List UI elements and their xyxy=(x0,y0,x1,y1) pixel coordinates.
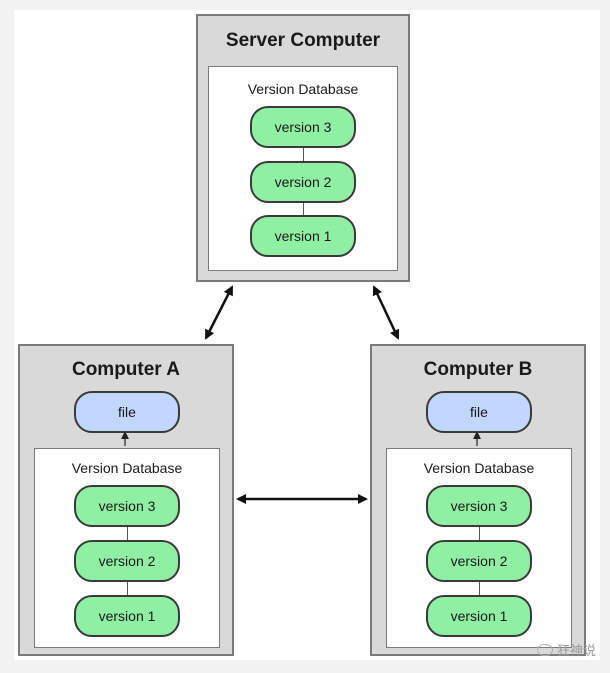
server-version-2: version 2 xyxy=(250,161,356,203)
server-computer-a-arrow xyxy=(204,285,234,340)
server-computer-title: Server Computer xyxy=(225,30,381,51)
server-version-3: version 3 xyxy=(250,106,356,148)
wechat-icon xyxy=(536,643,553,656)
computer-a-box: Computer A file Version Database version… xyxy=(18,344,234,656)
computer-b-db-title: Version Database xyxy=(423,460,535,476)
computer-a-version-3: version 3 xyxy=(74,485,180,527)
computer-a-version-1: version 1 xyxy=(74,595,180,637)
computer-b-box: Computer B file Version Database version… xyxy=(370,344,586,656)
server-version-database: Version Database version 3 version 2 ver… xyxy=(208,66,398,271)
computer-b-title: Computer B xyxy=(423,359,533,380)
watermark-text: 狂神说 xyxy=(556,643,596,658)
watermark: 狂神说 xyxy=(536,640,596,659)
computer-a-version-2: version 2 xyxy=(74,540,180,582)
computer-b-version-1: version 1 xyxy=(426,595,532,637)
computer-b-version-2: version 2 xyxy=(426,540,532,582)
server-computer-box: Server Computer Version Database version… xyxy=(196,14,410,282)
server-db-title: Version Database xyxy=(247,81,359,97)
computer-b-file: file xyxy=(426,391,532,433)
server-version-1: version 1 xyxy=(250,215,356,257)
server-computer-b-arrow xyxy=(372,285,400,340)
computer-a-title: Computer A xyxy=(71,359,181,380)
computer-b-version-database: Version Database version 3 version 2 ver… xyxy=(386,448,572,648)
computer-b-version-3: version 3 xyxy=(426,485,532,527)
computer-a-version-database: Version Database version 3 version 2 ver… xyxy=(34,448,220,648)
computer-a-db-title: Version Database xyxy=(71,460,183,476)
